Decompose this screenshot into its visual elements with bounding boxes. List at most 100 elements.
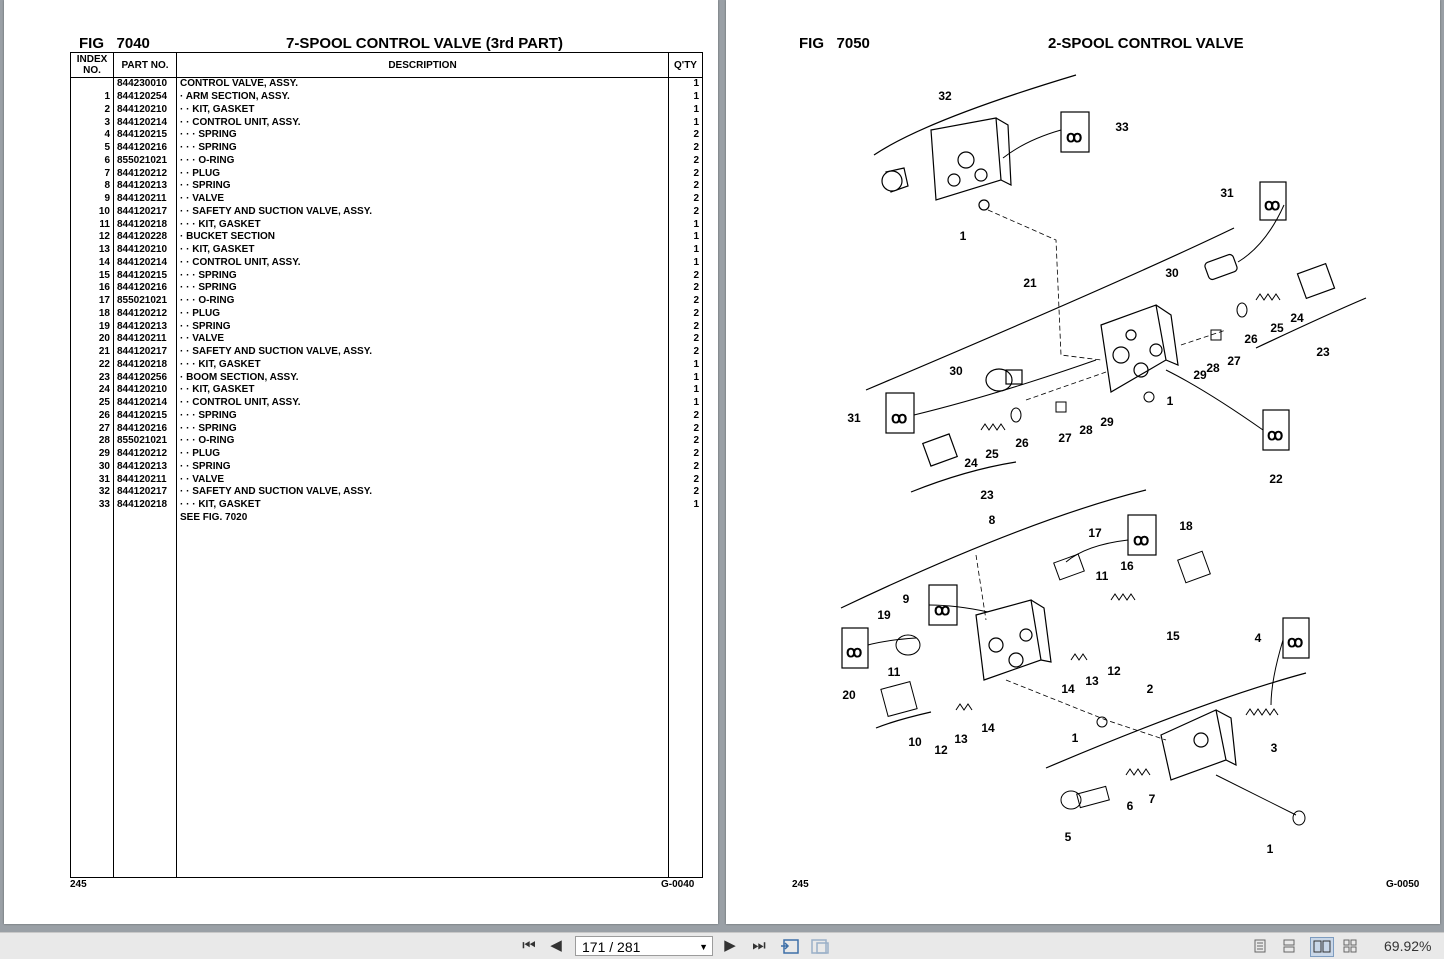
index-cell: 32 [70,486,114,499]
description-cell: · · PLUG [176,307,669,321]
page-number: 245 [792,879,809,890]
callout-number: 10 [908,735,922,749]
first-page-icon[interactable]: ⏮ [522,937,536,954]
page-number-input[interactable]: 171 / 281▼ [575,936,713,956]
qty-cell: 1 [668,498,703,512]
continuous-view-icon[interactable] [1282,939,1296,953]
middle-valve-block [1100,304,1179,393]
callout-number: 24 [1290,311,1304,325]
fig-label: FIG 7040 [79,35,150,52]
qty-cell: 2 [668,192,703,206]
qty-cell: 1 [668,77,703,91]
cap-24-left [921,433,959,467]
qty-cell: 1 [668,358,703,372]
left-page: FIG 7040 7-SPOOL CONTROL VALVE (3rd PART… [4,0,718,924]
right-page: FIG 7050 2-SPOOL CONTROL VALVE [726,0,1440,924]
next-page-icon[interactable]: ▶ [724,937,736,954]
callout-number: 25 [1270,321,1284,335]
description-cell: · · SPRING [176,460,669,474]
two-page-view-icon[interactable] [1310,937,1334,957]
qty-cell: 2 [668,205,703,219]
index-cell: 19 [70,320,114,333]
svg-text:ꝏ: ꝏ [934,602,950,619]
description-cell: · · · SPRING [176,269,669,282]
part-number-cell: 844120228 [113,231,177,244]
part-number-cell: 844120254 [113,90,177,104]
part-number-cell: 844120210 [113,243,177,257]
plug-30-lower [985,368,1023,392]
index-cell: 7 [70,167,114,180]
qty-cell: 2 [668,473,703,486]
part-number-cell: 844120217 [113,205,177,219]
bracket [1255,297,1367,349]
callout-number: 28 [1079,423,1093,437]
fit-page-icon[interactable] [780,937,800,955]
empty-cell [176,524,669,878]
qty-cell: 1 [668,218,703,231]
bottom-section-block [1160,709,1237,781]
description-cell: · · · SPRING [176,141,669,155]
description-cell: · · SAFETY AND SUCTION VALVE, ASSY. [176,205,669,219]
header-description: DESCRIPTION [176,52,669,78]
index-cell [70,77,114,91]
part-number-cell: 844120212 [113,307,177,321]
index-cell: 8 [70,180,114,193]
index-cell: 14 [70,256,114,270]
description-cell: · · CONTROL UNIT, ASSY. [176,396,669,410]
description-cell: · · SAFETY AND SUCTION VALVE, ASSY. [176,345,669,359]
prev-page-icon[interactable]: ◀ [550,937,562,954]
callout-number: 18 [1179,519,1193,533]
part-number-cell: 844120214 [113,256,177,270]
description-cell: · · · SPRING [176,422,669,435]
parts-table-header: INDEX NO. PART NO. DESCRIPTION Q'TY [70,52,703,78]
qty-cell: 2 [668,333,703,346]
last-page-icon[interactable]: ⏭ [752,937,766,954]
qty-cell: 2 [668,307,703,321]
single-page-view-icon[interactable] [1253,939,1267,953]
part-number-cell: 844120218 [113,218,177,231]
fit-width-icon[interactable] [810,937,830,955]
lower-parts [880,391,1306,826]
qty-cell: 1 [668,396,703,410]
index-cell: 29 [70,447,114,461]
plug-30-upper [1204,253,1238,281]
qty-cell: 2 [668,154,703,168]
zoom-level[interactable]: 69.92% [1384,938,1432,954]
svg-text:ꝏ: ꝏ [1287,634,1303,651]
index-cell: 17 [70,294,114,308]
part-number-cell: 844120217 [113,345,177,359]
callout-number: 27 [1058,431,1072,445]
callout-number: 12 [1107,664,1121,678]
callout-number: 29 [1193,368,1207,382]
part-number-cell: 844120214 [113,396,177,410]
qty-cell [668,511,703,525]
callout-number: 22 [1269,472,1283,486]
pointer-arrows [867,129,1285,706]
callout-number: 8 [989,513,996,527]
o-ring [978,199,990,211]
qty-cell: 1 [668,116,703,129]
callout-number: 25 [985,447,999,461]
index-cell: 2 [70,103,114,117]
two-page-continuous-icon[interactable] [1343,939,1357,953]
chevron-down-icon[interactable]: ▼ [699,942,708,952]
part-number-cell: 844120216 [113,141,177,155]
index-cell: 12 [70,231,114,244]
qty-cell: 2 [668,422,703,435]
index-cell: 20 [70,333,114,346]
callout-number: 17 [1088,526,1102,540]
part-number-cell: 844120215 [113,129,177,142]
qty-cell: 2 [668,460,703,474]
